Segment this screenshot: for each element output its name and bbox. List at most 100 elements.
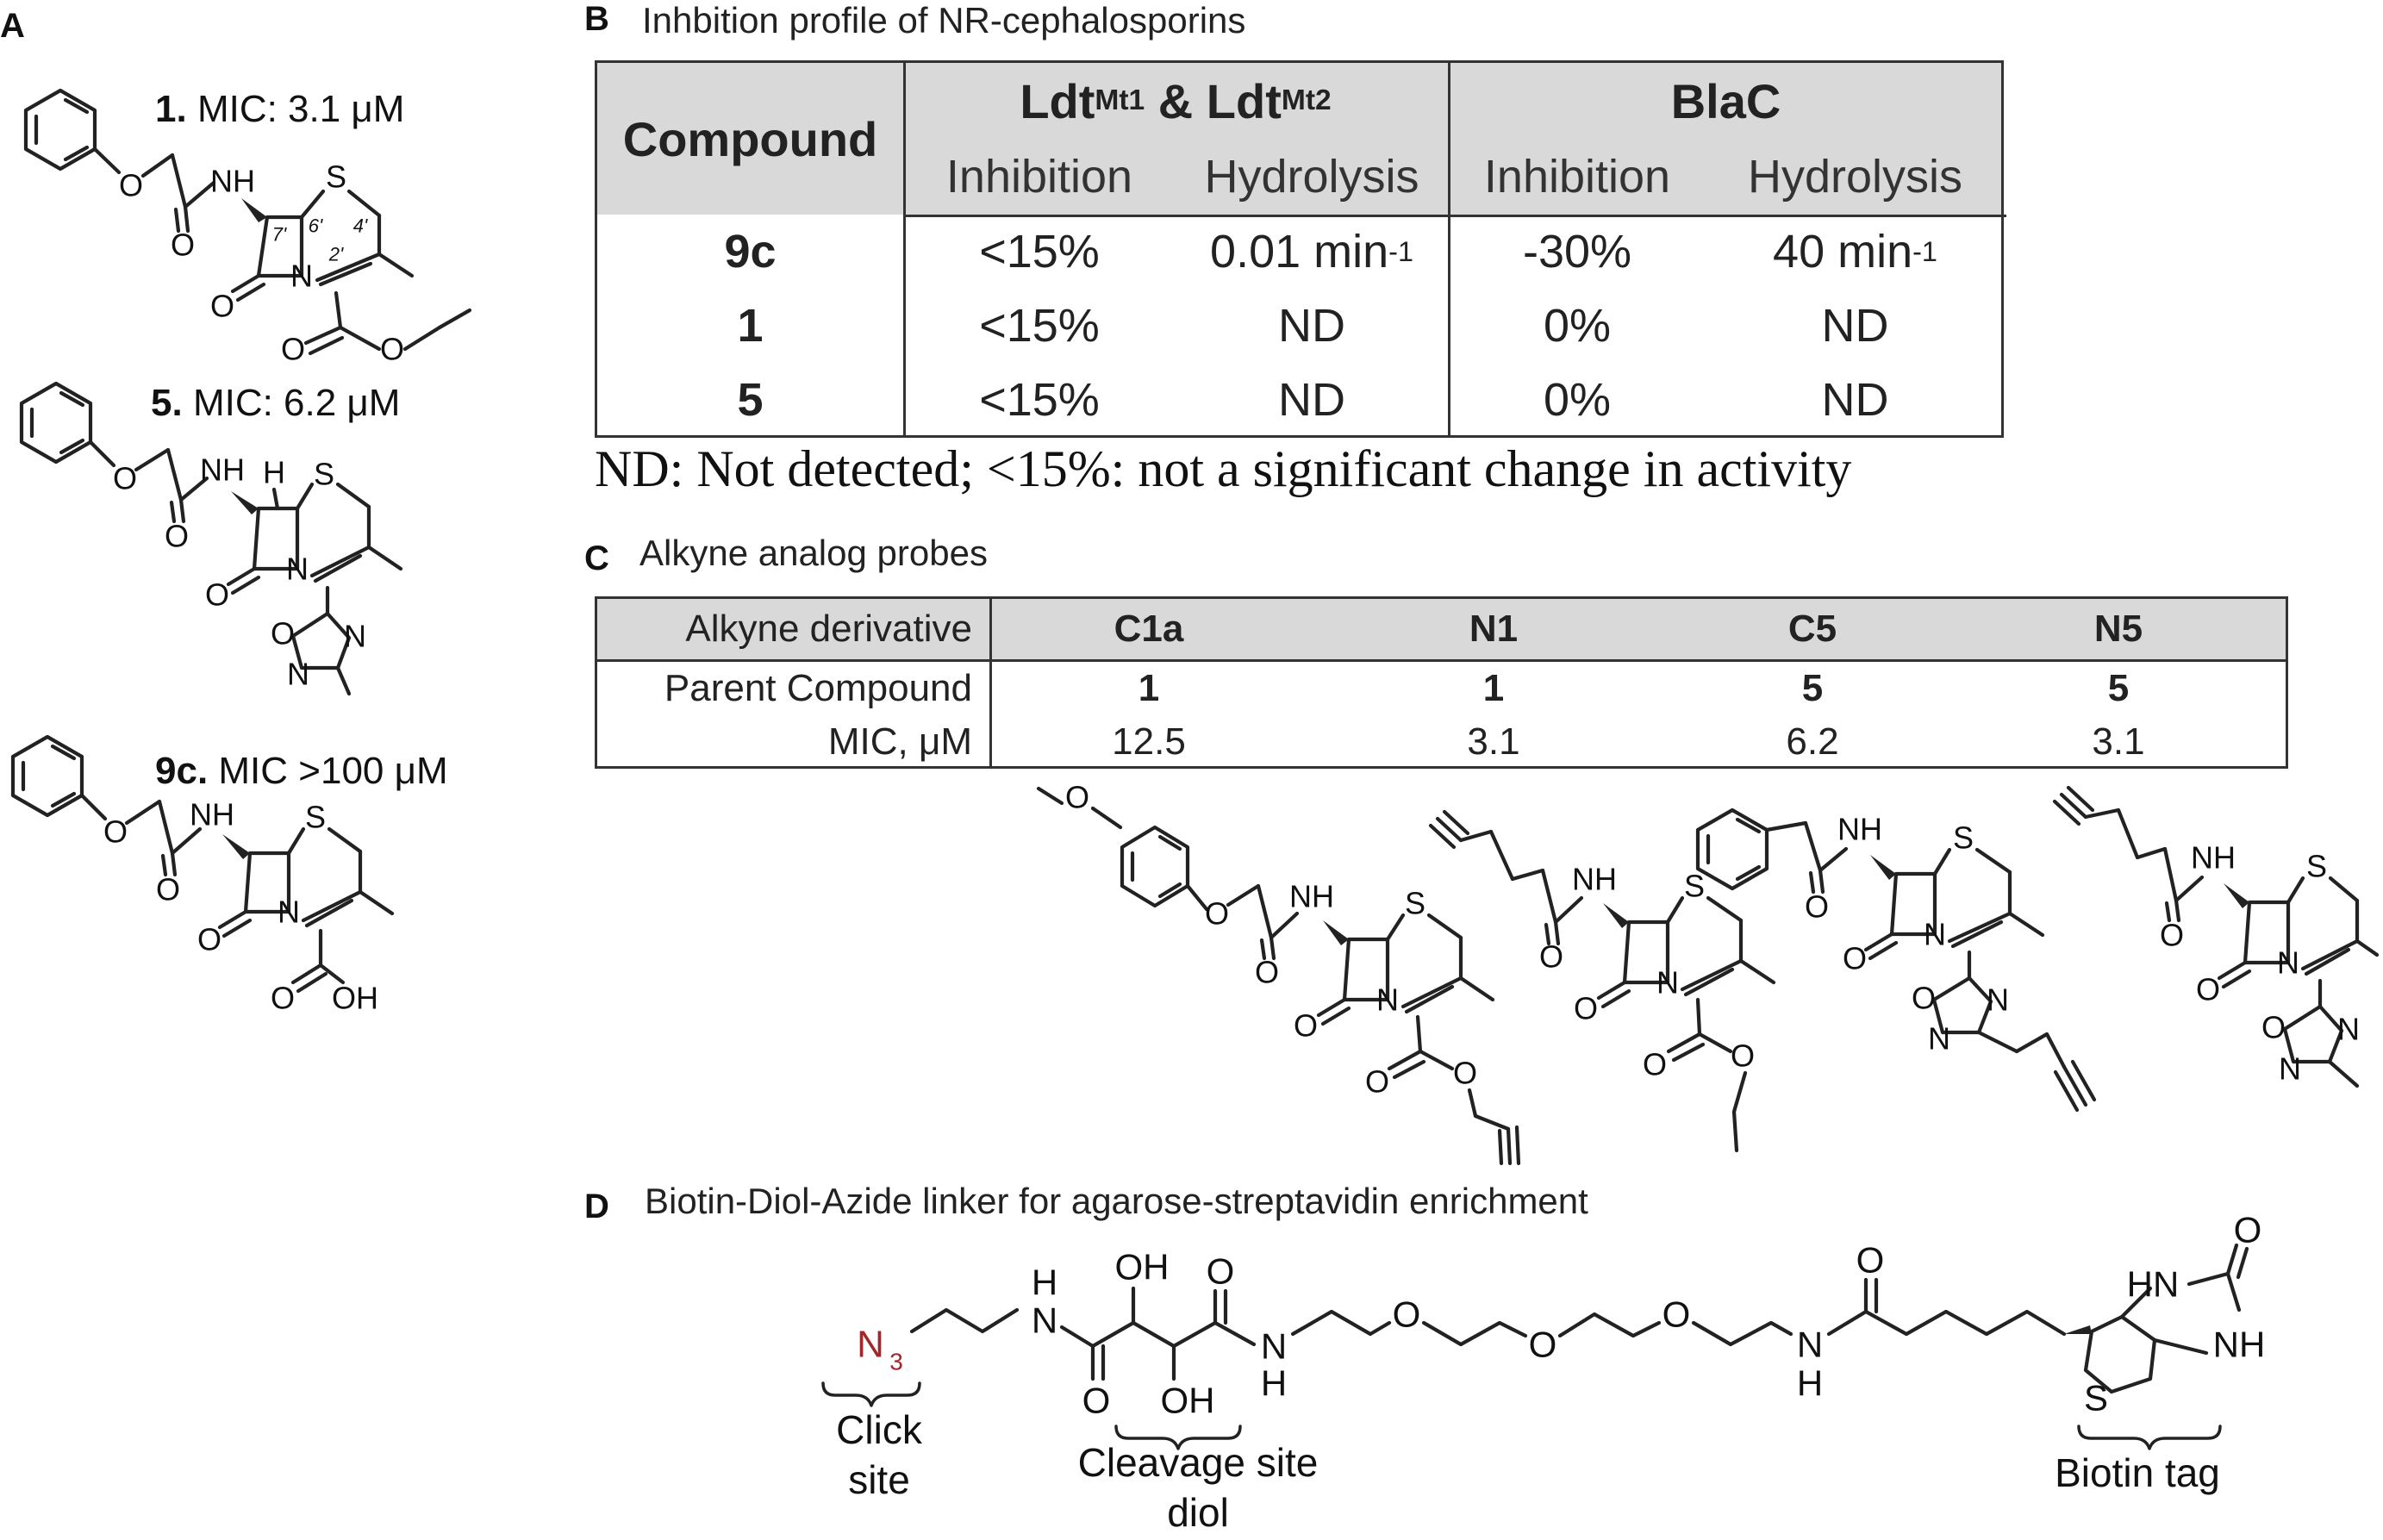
- table-divider: [903, 63, 906, 435]
- atom-nh: NH: [1837, 812, 1882, 847]
- atom-n: N: [2277, 945, 2299, 981]
- atom-oh: OH: [1115, 1247, 1170, 1287]
- panel-b-title: Inhbition profile of NR-cephalosporins: [642, 0, 1246, 41]
- atom-o: O: [1529, 1325, 1557, 1365]
- column-n1: N1: [1469, 608, 1519, 650]
- atom-s: S: [305, 800, 326, 835]
- row-ldt-inhibition: <15%: [979, 226, 1100, 277]
- value-sup: -1: [1388, 235, 1413, 267]
- subheader-blac-inhibition: Inhibition: [1483, 151, 1671, 203]
- atom-hn: HN: [2127, 1264, 2180, 1305]
- atom-oh: OH: [332, 981, 378, 1016]
- table-footnote: ND: Not detected; <15%: not a significan…: [595, 440, 1852, 497]
- panel-letter-d: D: [584, 1188, 609, 1225]
- compound-label-1: 1. MIC: 3.1 μM: [155, 88, 404, 131]
- row-ldt-inhibition: <15%: [979, 374, 1100, 426]
- compound-mic: MIC: 6.2 μM: [192, 382, 401, 424]
- locant-4: 4': [353, 215, 368, 237]
- compound-id: 5.: [151, 382, 183, 424]
- label-line: diol: [1167, 1490, 1229, 1535]
- row-label-mic: MIC, μM: [827, 720, 972, 763]
- atom-n: N: [344, 619, 366, 654]
- atom-s: S: [1953, 820, 1974, 856]
- biotin-tag-label: Biotin tag: [2055, 1450, 2220, 1495]
- atom-o: O: [2261, 1010, 2286, 1045]
- table-header-background: [597, 599, 2286, 659]
- row-compound-text: 1: [737, 300, 764, 352]
- locant-6: 6': [309, 215, 323, 237]
- value: 0.01 min: [1210, 226, 1389, 277]
- structure-probe-c5: O NH O N S O N N: [1695, 807, 2097, 1113]
- atom-o: O: [171, 228, 195, 263]
- panel-letter-c: C: [584, 539, 609, 577]
- header-compound: Compound: [622, 111, 878, 166]
- atom-o: O: [1205, 896, 1229, 932]
- atom-n: N: [1261, 1326, 1287, 1367]
- atom-s: S: [1405, 886, 1425, 921]
- atom-o: O: [119, 168, 143, 203]
- table-divider: [1448, 63, 1450, 435]
- row-compound: 5: [597, 363, 903, 437]
- row-compound-text: 9c: [724, 226, 777, 277]
- atom-o: O: [1856, 1240, 1885, 1281]
- atom-azide-sub: 3: [889, 1349, 903, 1375]
- header-blac: BlaC: [1670, 73, 1781, 128]
- atom-o: O: [165, 519, 189, 554]
- structure-probe-n1: O NH O N S O O: [1428, 809, 1776, 1153]
- atom-s: S: [2084, 1378, 2108, 1418]
- compound-label-9c: 9c. MIC >100 μM: [155, 750, 448, 793]
- atom-o: O: [271, 981, 295, 1016]
- atom-n: N: [1797, 1325, 1823, 1365]
- compound-mic: MIC: 3.1 μM: [197, 88, 405, 130]
- atom-azide-n: N: [857, 1324, 884, 1366]
- parent-c1a: 1: [1138, 667, 1160, 709]
- parent-n5: 5: [2107, 667, 2130, 709]
- atom-h: H: [1032, 1263, 1057, 1303]
- atom-n: N: [1032, 1300, 1057, 1341]
- mic-n5: 3.1: [2092, 720, 2145, 763]
- atom-o: O: [1065, 780, 1089, 815]
- value: 40 min: [1773, 226, 1913, 277]
- atom-h: H: [1261, 1363, 1287, 1404]
- atom-o: O: [197, 922, 221, 957]
- atom-o: O: [1453, 1056, 1477, 1091]
- alkyne-probe-table: Alkyne derivative Parent Compound MIC, μ…: [595, 596, 2288, 769]
- row-compound-text: 5: [737, 374, 764, 426]
- atom-o: O: [380, 332, 404, 367]
- mic-c5: 6.2: [1786, 720, 1839, 763]
- atom-o: O: [1912, 981, 1936, 1016]
- row-compound: 9c: [597, 215, 903, 289]
- atom-nh: NH: [210, 164, 255, 199]
- column-c1a: C1a: [1114, 608, 1184, 650]
- atom-o: O: [210, 289, 234, 324]
- atom-h: H: [1797, 1363, 1823, 1404]
- atom-o: O: [1643, 1047, 1667, 1082]
- mic-n1: 3.1: [1467, 720, 1520, 763]
- compound-mic: MIC >100 μM: [218, 750, 448, 792]
- atom-s: S: [314, 457, 334, 492]
- structure-biotin-diol-azide: N 3 N H O OH OH O N H O O O: [821, 1210, 2266, 1450]
- atom-s: S: [326, 159, 346, 195]
- label-line: Click: [836, 1407, 922, 1452]
- atom-n: N: [1987, 982, 2009, 1018]
- row-blac-inhibition: 0%: [1543, 300, 1612, 352]
- parent-c5: 5: [1801, 667, 1824, 709]
- atom-o: O: [2160, 918, 2184, 953]
- atom-n: N: [1924, 917, 1946, 952]
- header-ldt-sub2: Mt2: [1281, 84, 1332, 116]
- table-divider: [597, 659, 2286, 662]
- structure-compound-9c: O O NH O N S O OH: [10, 734, 395, 1016]
- structure-compound-1: O O NH O N S O O 7' 6' 4': [23, 88, 472, 367]
- atom-o: O: [1365, 1064, 1389, 1100]
- atom-nh: NH: [2213, 1325, 2266, 1365]
- row-ldt-inhibition: <15%: [979, 300, 1100, 352]
- row-blac-hydrolysis: ND: [1821, 300, 1889, 352]
- atom-h: H: [263, 455, 285, 490]
- atom-n: N: [2337, 1012, 2360, 1047]
- locant-2: 2': [328, 244, 344, 265]
- atom-nh: NH: [1289, 879, 1334, 914]
- row-blac-hydrolysis: 40 min-1: [1706, 215, 2004, 289]
- panel-letter-b: B: [584, 0, 609, 38]
- header-ldt-sub1: Mt1: [1095, 84, 1145, 116]
- atom-o: O: [1843, 941, 1867, 976]
